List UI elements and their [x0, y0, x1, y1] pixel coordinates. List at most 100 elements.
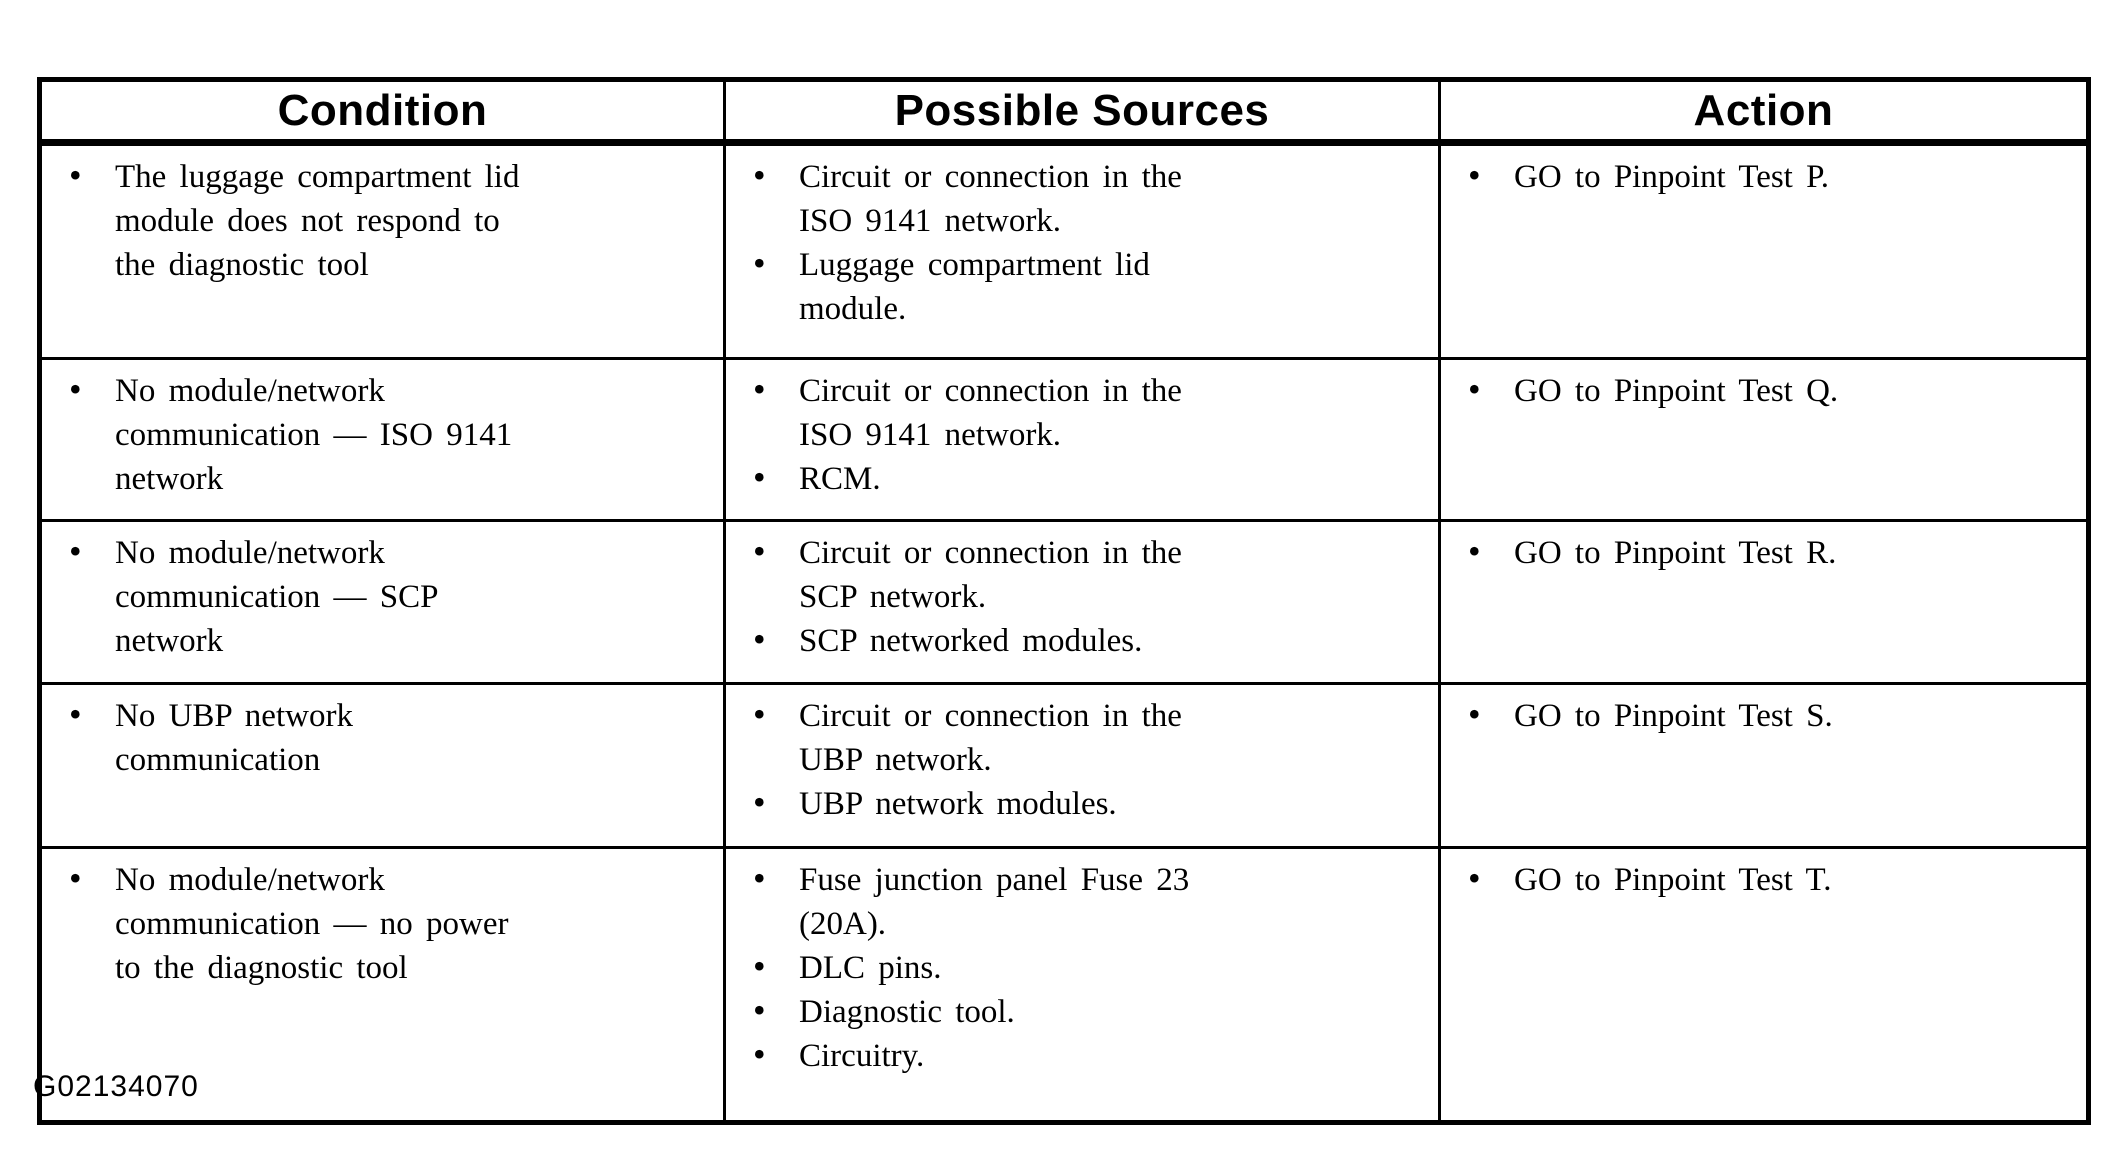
bullet-list: • No module/network communication — ISO 9… — [42, 369, 711, 501]
bullet-icon: • — [1468, 531, 1481, 571]
bullet-list: • Circuit or connection in the UBP networ… — [726, 694, 1426, 826]
bullet-list: • Circuit or connection in the ISO 9141 n… — [726, 155, 1426, 331]
bullet-list: •GO to Pinpoint Test P. — [1441, 155, 2074, 199]
bullet-item: • No module/network communication — SCP n… — [42, 531, 711, 663]
table-row: • The luggage compartment lid module does… — [38, 141, 2090, 360]
bullet-list: • No module/network communication — no po… — [42, 858, 711, 990]
bullet-icon: • — [753, 369, 766, 409]
bullet-icon: • — [1468, 369, 1481, 409]
bullet-item-text: Fuse junction panel Fuse 23 (20A). — [799, 862, 1190, 942]
condition-cell: •No UBP network communication — [38, 682, 726, 849]
bullet-icon: • — [69, 369, 82, 409]
condition-cell: • No module/network communication — SCP n… — [38, 519, 726, 685]
sources-cell: • Circuit or connection in the UBP networ… — [723, 682, 1441, 849]
bullet-item-text: Circuit or connection in the ISO 9141 ne… — [799, 159, 1182, 239]
bullet-list: • GO to Pinpoint Test Q. — [1441, 369, 2074, 413]
bullet-item: • Luggage compartment lid module. — [726, 243, 1426, 331]
bullet-item: • Circuitry. — [726, 1034, 1426, 1078]
bullet-list: • Circuit or connection in the ISO 9141 n… — [726, 369, 1426, 501]
bullet-icon: • — [753, 243, 766, 283]
bullet-item: • Circuit or connection in the UBP networ… — [726, 694, 1426, 782]
column-header-possible-sources: Possible Sources — [723, 78, 1441, 146]
bullet-icon: • — [753, 782, 766, 822]
bullet-item: • No module/network communication — no po… — [42, 858, 711, 990]
bullet-item: •No UBP network communication — [42, 694, 711, 782]
bullet-item: • Circuit or connection in the SCP networ… — [726, 531, 1426, 619]
bullet-icon: • — [69, 155, 82, 195]
bullet-icon: • — [753, 457, 766, 497]
diagnostic-table: Condition Possible Sources Action • The l… — [37, 77, 2091, 1125]
bullet-icon: • — [1468, 858, 1481, 898]
bullet-item: •UBP network modules. — [726, 782, 1426, 826]
condition-cell: • No module/network communication — ISO 9… — [38, 357, 726, 522]
bullet-item-text: SCP networked modules. — [799, 623, 1143, 659]
figure-code-label: G02134070 — [33, 1070, 199, 1103]
sources-cell: • Circuit or connection in the SCP networ… — [723, 519, 1441, 685]
sources-cell: • Circuit or connection in the ISO 9141 n… — [723, 141, 1441, 360]
bullet-icon: • — [753, 990, 766, 1030]
bullet-list: •No UBP network communication — [42, 694, 711, 782]
table-body: • The luggage compartment lid module does… — [38, 141, 2090, 1124]
bullet-item-text: GO to Pinpoint Test R. — [1514, 535, 1837, 571]
bullet-item-text: Diagnostic tool. — [799, 994, 1015, 1030]
bullet-item: • The luggage compartment lid module does… — [42, 155, 711, 287]
bullet-item-text: GO to Pinpoint Test T. — [1514, 862, 1832, 898]
action-cell: • GO to Pinpoint Test T. — [1438, 846, 2090, 1124]
bullet-item-text: Circuit or connection in the ISO 9141 ne… — [799, 373, 1182, 453]
bullet-icon: • — [1468, 694, 1481, 734]
table-row: • No module/network communication — no po… — [38, 846, 2090, 1124]
bullet-item: • DLC pins. — [726, 946, 1426, 990]
header-row: Condition Possible Sources Action — [38, 78, 2090, 146]
bullet-item: • Fuse junction panel Fuse 23 (20A). — [726, 858, 1426, 946]
bullet-item: • No module/network communication — ISO 9… — [42, 369, 711, 501]
bullet-list: • GO to Pinpoint Test S. — [1441, 694, 2074, 738]
table-row: • No module/network communication — ISO 9… — [38, 357, 2090, 522]
bullet-icon: • — [69, 694, 82, 734]
bullet-item: • GO to Pinpoint Test T. — [1441, 858, 2074, 902]
bullet-item-text: GO to Pinpoint Test P. — [1514, 159, 1830, 195]
bullet-icon: • — [69, 858, 82, 898]
bullet-item-text: No module/network communication — ISO 91… — [115, 373, 513, 497]
bullet-item: • GO to Pinpoint Test Q. — [1441, 369, 2074, 413]
bullet-icon: • — [753, 1034, 766, 1074]
bullet-item: • GO to Pinpoint Test S. — [1441, 694, 2074, 738]
bullet-list: • Fuse junction panel Fuse 23 (20A). • DLC … — [726, 858, 1426, 1078]
bullet-item: • Diagnostic tool. — [726, 990, 1426, 1034]
bullet-icon: • — [69, 531, 82, 571]
bullet-list: • No module/network communication — SCP n… — [42, 531, 711, 663]
bullet-item-text: Circuit or connection in the UBP network… — [799, 698, 1182, 778]
bullet-icon: • — [753, 858, 766, 898]
column-header-condition: Condition — [38, 78, 726, 146]
bullet-icon: • — [753, 694, 766, 734]
table-row: •No UBP network communication•Circuit or… — [38, 682, 2090, 849]
bullet-item-text: No module/network communication — SCP ne… — [115, 535, 439, 659]
bullet-icon: • — [753, 155, 766, 195]
bullet-item-text: The luggage compartment lid module does … — [115, 159, 520, 283]
bullet-item-text: Circuit or connection in the SCP network… — [799, 535, 1182, 615]
bullet-item-text: Luggage compartment lid module. — [799, 247, 1150, 327]
bullet-item-text: Circuitry. — [799, 1038, 925, 1074]
bullet-item-text: DLC pins. — [799, 950, 942, 986]
bullet-icon: • — [753, 531, 766, 571]
bullet-list: • The luggage compartment lid module does… — [42, 155, 711, 287]
table-row: • No module/network communication — SCP n… — [38, 519, 2090, 685]
sources-cell: • Fuse junction panel Fuse 23 (20A). • DLC … — [723, 846, 1441, 1124]
sources-cell: • Circuit or connection in the ISO 9141 n… — [723, 357, 1441, 522]
bullet-item-text: RCM. — [799, 461, 881, 497]
bullet-item-text: GO to Pinpoint Test S. — [1514, 698, 1833, 734]
bullet-item: • Circuit or connection in the ISO 9141 n… — [726, 155, 1426, 243]
bullet-list: • Circuit or connection in the SCP networ… — [726, 531, 1426, 663]
bullet-icon: • — [753, 946, 766, 986]
action-cell: • GO to Pinpoint Test R. — [1438, 519, 2090, 685]
bullet-icon: • — [753, 619, 766, 659]
action-cell: • GO to Pinpoint Test S. — [1438, 682, 2090, 849]
bullet-list: • GO to Pinpoint Test R. — [1441, 531, 2074, 575]
bullet-item: • Circuit or connection in the ISO 9141 n… — [726, 369, 1426, 457]
bullet-item: • SCP networked modules. — [726, 619, 1426, 663]
bullet-item-text: No module/network communication — no pow… — [115, 862, 509, 986]
bullet-item-text: GO to Pinpoint Test Q. — [1514, 373, 1839, 409]
condition-cell: • No module/network communication — no po… — [38, 846, 726, 1124]
column-header-action: Action — [1438, 78, 2090, 146]
bullet-item: • GO to Pinpoint Test R. — [1441, 531, 2074, 575]
